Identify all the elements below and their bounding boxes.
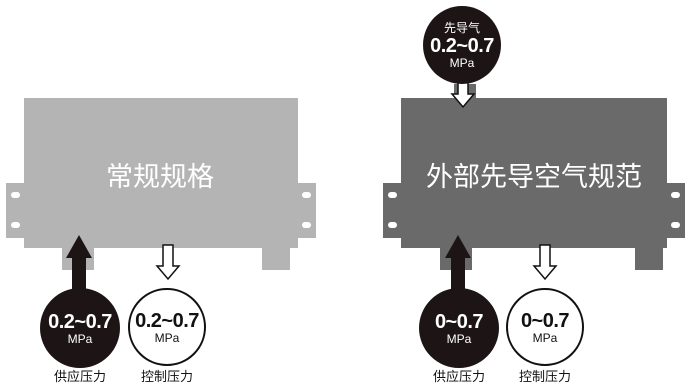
pilot-label: 先导气 (443, 20, 480, 35)
supply-value: 0~0.7 (434, 310, 484, 333)
pilot-pressure-badge: 先导气 0.2~0.7 MPa (423, 6, 501, 84)
external-pilot-spec-title: 外部先导空气规范 (426, 162, 642, 193)
control-value: 0.2~0.7 (135, 309, 199, 332)
svg-text:+: + (616, 260, 624, 271)
pilot-value: 0.2~0.7 (430, 34, 494, 57)
control-arrow-left (155, 244, 181, 281)
svg-text:+: + (490, 260, 498, 271)
control-unit: MPa (532, 330, 558, 345)
svg-text:+: + (598, 260, 606, 271)
svg-text:+: + (580, 260, 588, 271)
control-pressure-caption-external: 控制压力 (518, 370, 572, 385)
supply-unit: MPa (67, 331, 93, 346)
control-pressure-badge-external: 0~0.7 MPa (506, 288, 584, 366)
svg-text:+: + (508, 260, 516, 271)
svg-text:+: + (238, 260, 246, 271)
supply-pressure-caption-standard: 供应压力 (53, 370, 107, 385)
supply-pressure-badge-external: 0~0.7 MPa (419, 288, 499, 368)
svg-text:+: + (202, 260, 210, 271)
pilot-arrow (450, 81, 476, 109)
standard-spec-title: 常规规格 (106, 162, 214, 193)
svg-text:+: + (526, 260, 534, 271)
control-pressure-badge-standard: 0.2~0.7 MPa (128, 288, 206, 366)
control-value: 0~0.7 (520, 309, 570, 332)
standard-valve-body: + + + + + + + (6, 98, 316, 271)
supply-unit: MPa (446, 331, 472, 346)
supply-pressure-caption-external: 供应压力 (432, 370, 486, 385)
svg-text:+: + (562, 260, 570, 271)
control-unit: MPa (154, 330, 180, 345)
external-pilot-valve-body: + + + + + + + (383, 84, 685, 271)
pilot-unit: MPa (449, 55, 475, 70)
supply-pressure-badge-standard: 0.2~0.7 MPa (40, 288, 120, 368)
svg-text:+: + (184, 260, 192, 271)
supply-value: 0.2~0.7 (48, 310, 112, 333)
control-arrow-right (532, 244, 558, 281)
svg-text:+: + (130, 260, 138, 271)
svg-text:+: + (148, 260, 156, 271)
svg-text:+: + (112, 260, 120, 271)
control-pressure-caption-standard: 控制压力 (140, 370, 194, 385)
svg-text:+: + (220, 260, 228, 271)
